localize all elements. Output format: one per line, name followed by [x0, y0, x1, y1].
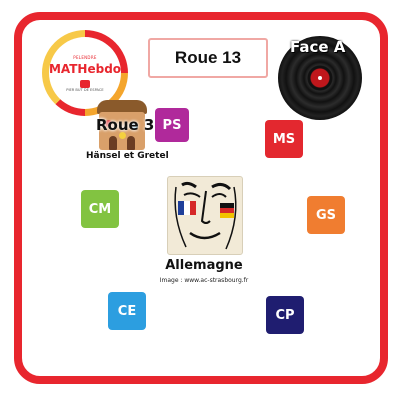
- gingerbread-house-image[interactable]: [91, 100, 153, 152]
- logo-subtitle: PIER BUT DE ESPACE: [66, 87, 104, 92]
- story-wheel-label: Roue 3: [96, 116, 155, 134]
- level-gs-button[interactable]: GS: [307, 196, 345, 234]
- image-credit: Image : www.ac-strasbourg.fr: [159, 277, 249, 284]
- logo-top-text: PELENDRE: [73, 54, 97, 60]
- level-ps-button[interactable]: PS: [155, 108, 189, 142]
- vinyl-record-icon[interactable]: [278, 36, 362, 120]
- level-ce-button[interactable]: CE: [108, 292, 146, 330]
- level-ms-button[interactable]: MS: [265, 120, 303, 158]
- country-label: Allemagne: [165, 258, 243, 273]
- story-caption: Hänsel et Gretel: [86, 151, 169, 161]
- mathebdo-logo-icon[interactable]: PELENDRE MATHebdo PIER BUT DE ESPACE: [42, 30, 128, 116]
- logo-mark-icon: [80, 79, 90, 88]
- wheel-title: Roue 13: [148, 38, 268, 78]
- record-side-label: Face A: [290, 38, 346, 56]
- france-germany-face-image[interactable]: [167, 176, 243, 255]
- level-cp-button[interactable]: CP: [266, 296, 304, 334]
- logo-title: MATHebdo: [48, 61, 122, 76]
- face-drawing-icon: [174, 181, 237, 250]
- level-cm-button[interactable]: CM: [81, 190, 119, 228]
